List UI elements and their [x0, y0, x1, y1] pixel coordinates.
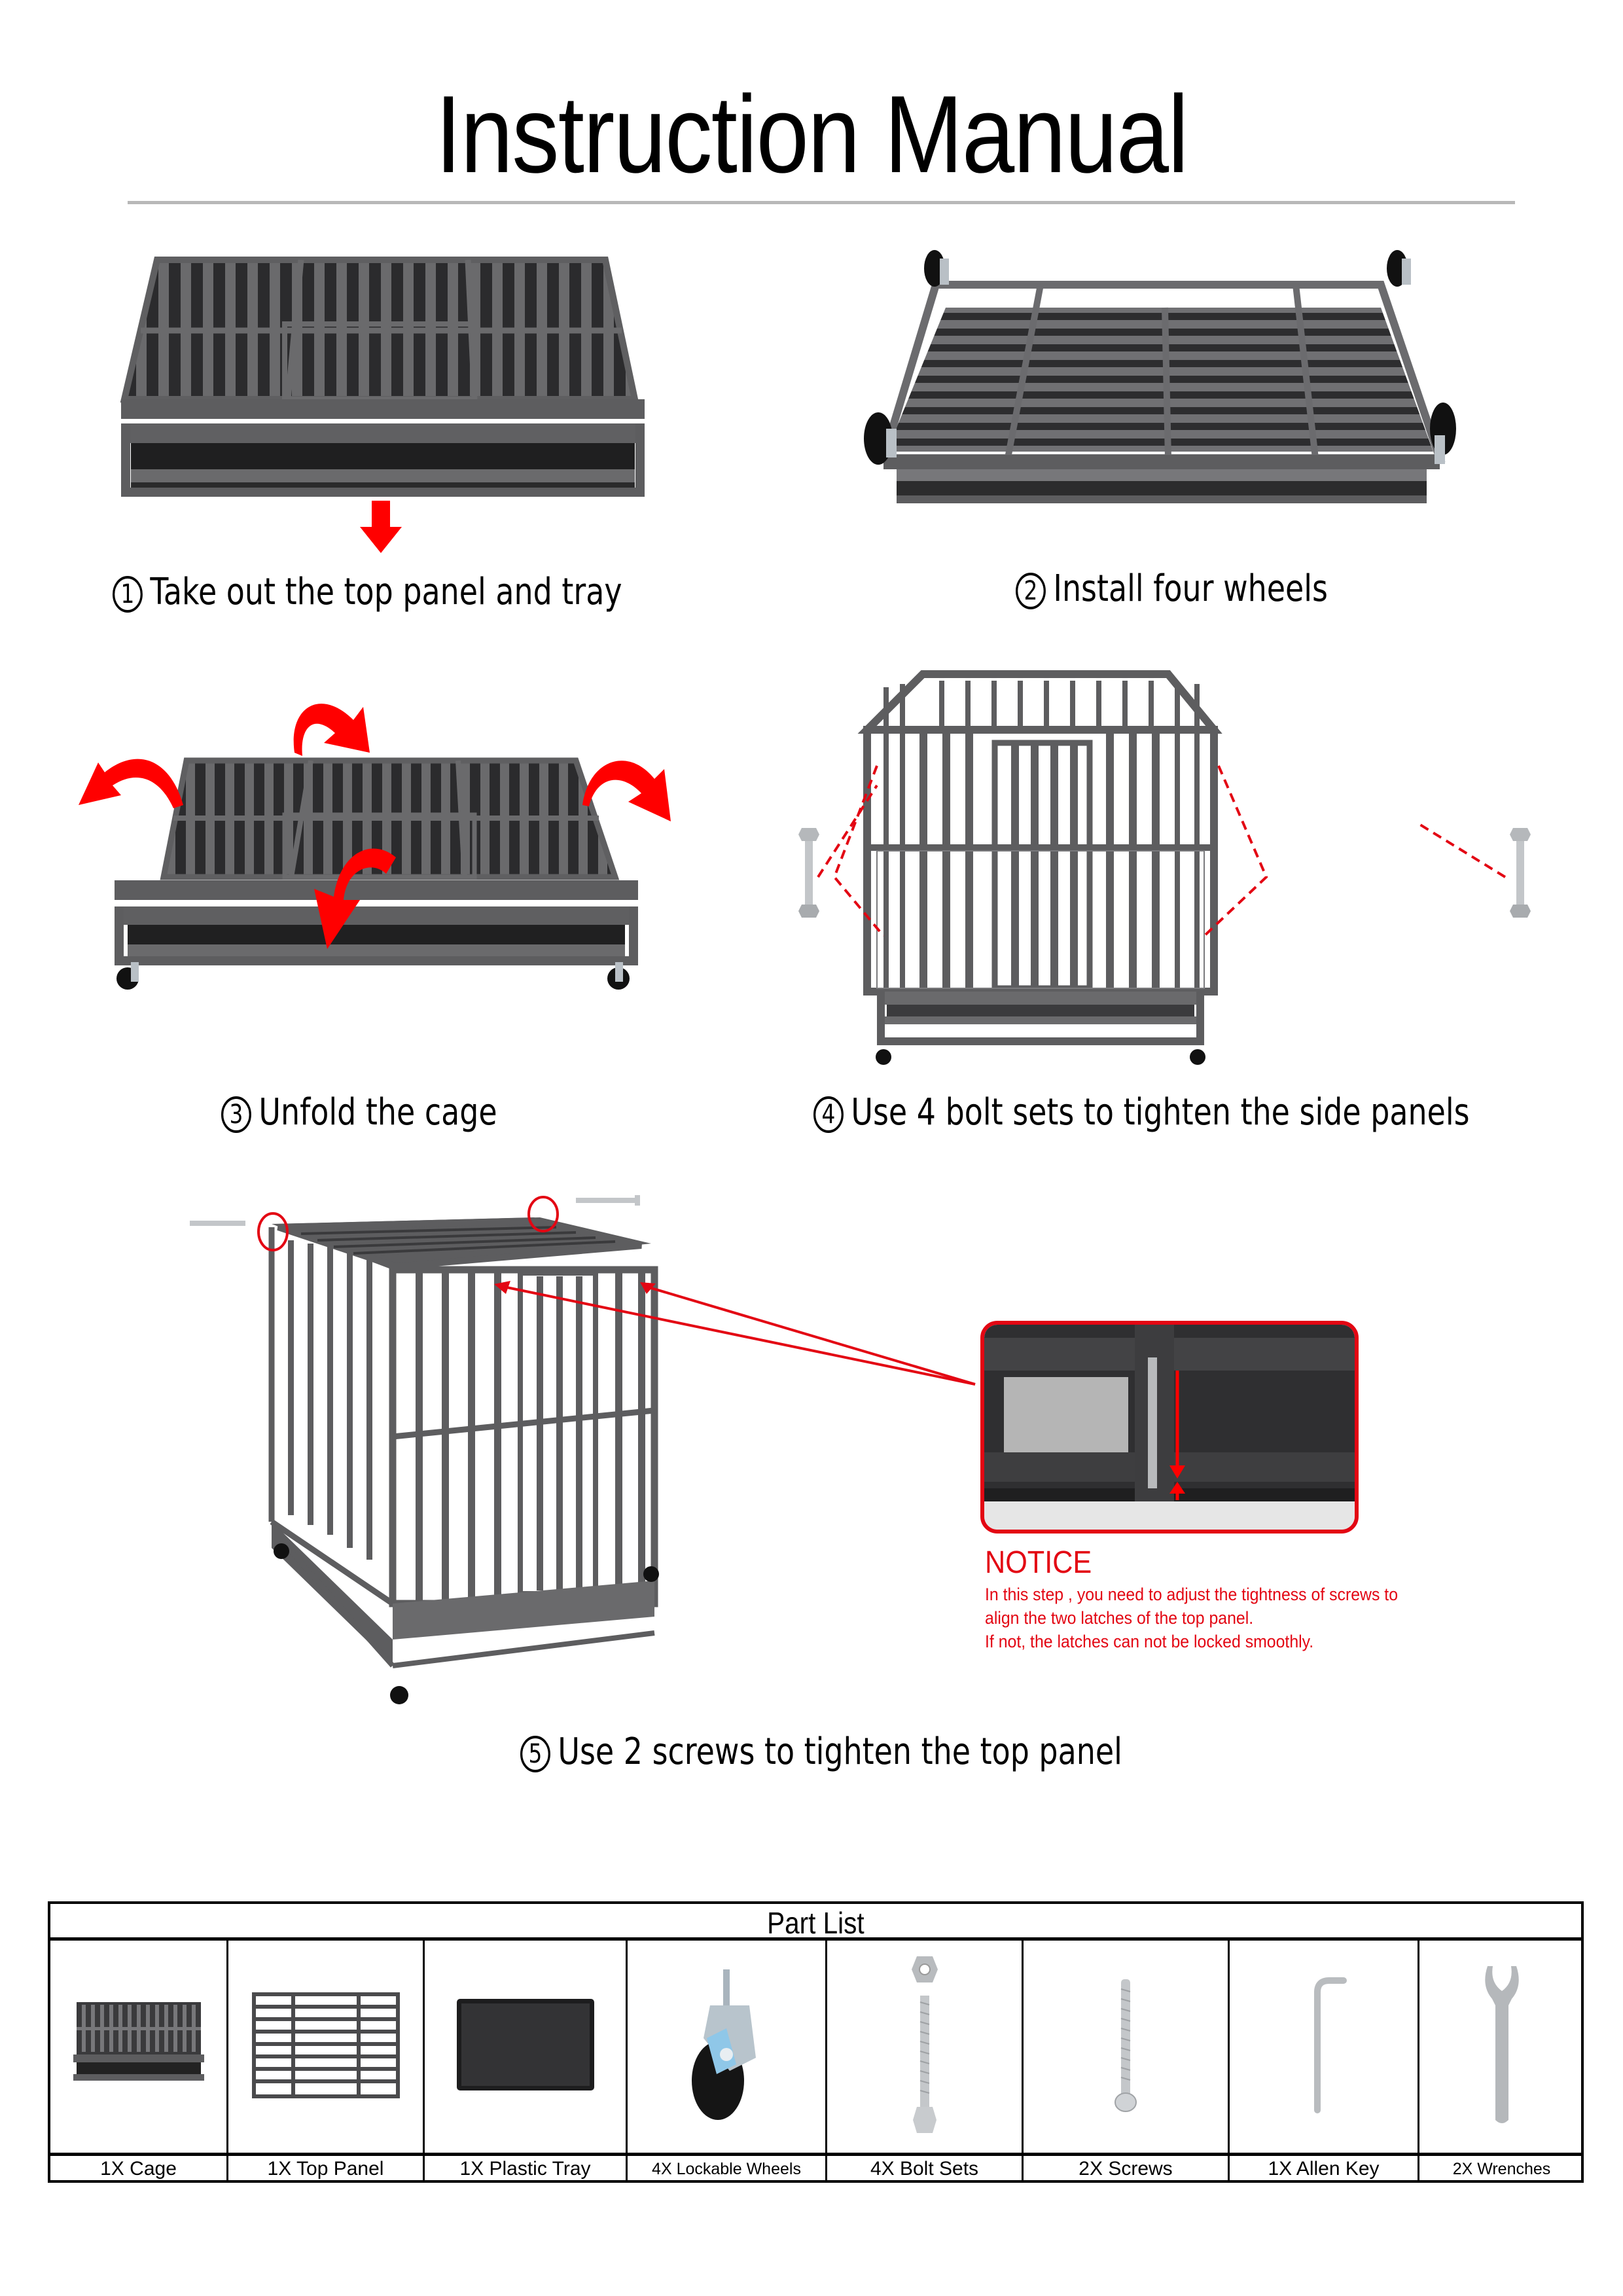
screw-icon [1115, 1979, 1137, 2112]
latch-closeup-icon [984, 1325, 1355, 1530]
screw-icon-left [190, 1221, 245, 1226]
step-3-figure [65, 681, 687, 1014]
folded-cage-icon [120, 257, 645, 553]
title-divider [128, 201, 1515, 204]
part-cell-top-panel: 1X Top Panel [228, 1941, 425, 2183]
bolt-and-nut-icon [911, 1956, 938, 2133]
latch-detail-inset [980, 1321, 1359, 1534]
assembled-cage-front-icon [798, 670, 1531, 1065]
part-cell-allen-key: 1X Allen Key [1230, 1941, 1419, 2183]
step-number-badge: 4 [813, 1096, 844, 1133]
step-number-badge: 2 [1016, 573, 1046, 609]
folded-cage-icon [73, 2002, 204, 2081]
wrench-icon [1484, 1966, 1519, 2123]
notice-title: NOTICE [985, 1545, 1092, 1580]
page-title: Instruction Manual [435, 73, 1188, 196]
unfold-cage-icon [79, 704, 671, 990]
assembled-cage-with-top-screws-icon [190, 1195, 976, 1704]
step-number-badge: 3 [221, 1096, 251, 1133]
plastic-tray-icon [456, 1999, 594, 2090]
part-cell-bolt-sets: 4X Bolt Sets [827, 1941, 1024, 2183]
part-list-table: Part List 1X Cage [48, 1901, 1584, 2183]
notice-line: In this step , you need to adjust the ti… [985, 1585, 1399, 1604]
step-2-figure [857, 239, 1459, 514]
allen-key-icon [1313, 1977, 1347, 2113]
part-cell-wrenches: 2X Wrenches [1419, 1941, 1584, 2183]
step-number-badge: 5 [520, 1736, 550, 1772]
top-panel-grid-icon [251, 1992, 400, 2098]
step-5-figure [190, 1181, 988, 1712]
bolt-icon-right [1510, 828, 1531, 918]
part-cell-cage: 1X Cage [50, 1941, 228, 2183]
part-cell-screws: 2X Screws [1024, 1941, 1230, 2183]
part-cell-lockable-wheels: 4X Lockable Wheels [628, 1941, 827, 2183]
part-list-header: Part List [50, 1904, 1581, 1941]
screw-icon-right [576, 1195, 640, 1206]
notice-line: align the two latches of the top panel. [985, 1608, 1254, 1628]
part-cell-plastic-tray: 1X Plastic Tray [425, 1941, 628, 2183]
step-1-figure [111, 252, 654, 553]
step-4-figure [785, 661, 1571, 1067]
step-number-badge: 1 [113, 576, 143, 613]
caster-wheel-icon [692, 1969, 756, 2120]
notice-line: If not, the latches can not be locked sm… [985, 1632, 1314, 1651]
base-with-wheels-icon [864, 250, 1456, 503]
bolt-icon-left [798, 828, 819, 918]
